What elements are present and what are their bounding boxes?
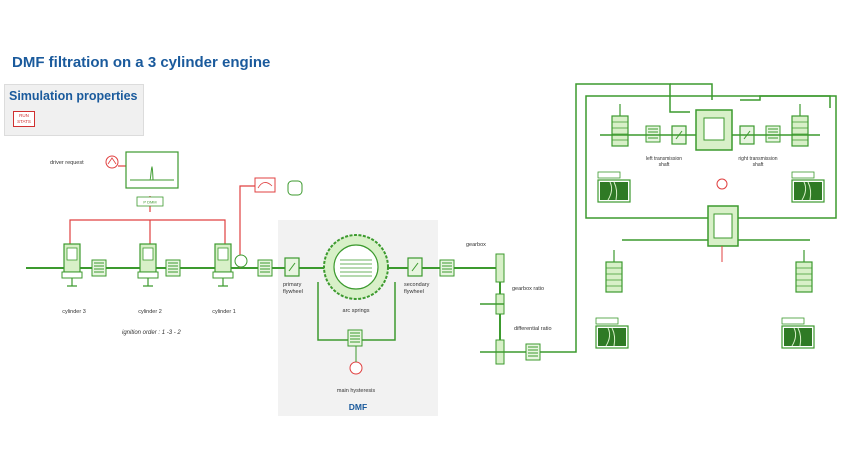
right-transmission-label-2: shaft (753, 162, 764, 168)
cylinder-1-label: cylinder 1 (212, 309, 236, 315)
primary-flywheel[interactable] (284, 257, 300, 277)
secondary-flywheel-label-1: secondary (404, 282, 430, 288)
driveline-link (548, 83, 690, 353)
driver-request-label: driver request (50, 160, 84, 166)
main-hysteresis-label: main hysteresis (337, 388, 375, 394)
run-stats-button[interactable]: RUN STATS (13, 111, 35, 127)
run-stats-line2: STATS (17, 119, 31, 124)
arc-springs-label: arc springs (343, 308, 370, 314)
primary-flywheel-label-2: flywheel (283, 289, 303, 295)
secondary-flywheel[interactable] (407, 257, 423, 277)
right-rear-road[interactable] (791, 171, 825, 203)
differential-ratio-label: differential ratio (514, 326, 552, 332)
signal-filter[interactable] (254, 177, 276, 193)
hysteresis-sensor[interactable] (349, 361, 363, 375)
cylinder-3-label: cylinder 3 (62, 309, 86, 315)
crank-spring-1[interactable] (91, 259, 107, 277)
simulation-properties-panel[interactable]: Simulation properties RUN STATS (4, 84, 144, 136)
controller-label: P DMM (143, 200, 156, 205)
signal-output[interactable] (287, 180, 303, 196)
cylinder-3[interactable] (61, 243, 83, 287)
gearbox-ratio-label: gearbox ratio (512, 286, 544, 292)
right-transmission-spring[interactable] (765, 125, 781, 143)
cylinder-1[interactable] (212, 243, 234, 287)
left-front-wheel[interactable] (605, 249, 623, 293)
dmf-label: DMF (349, 402, 367, 412)
gearbox[interactable] (495, 253, 505, 365)
driver-request-sensor[interactable] (105, 155, 119, 169)
right-front-wheel[interactable] (795, 249, 813, 293)
left-rear-road[interactable] (597, 171, 631, 203)
page-title: DMF filtration on a 3 cylinder engine (12, 54, 271, 71)
secondary-flywheel-label-2: flywheel (404, 289, 424, 295)
right-rear-wheel[interactable] (791, 103, 809, 147)
left-transmission-label-2: shaft (659, 162, 670, 168)
ignition-order-label: ignition order : 1 -3 - 2 (122, 330, 181, 336)
controller-block[interactable] (136, 196, 164, 207)
speed-sensor[interactable] (234, 254, 248, 268)
primary-flywheel-label-1: primary (283, 282, 302, 288)
right-transmission-label-1: right transmission (738, 156, 777, 162)
main-hysteresis[interactable] (347, 329, 363, 347)
gearbox-label: gearbox (466, 242, 486, 248)
driver-request-table[interactable] (125, 151, 179, 189)
run-stats-line1: RUN (19, 113, 29, 118)
left-transmission-spring[interactable] (645, 125, 661, 143)
crank-spring-3[interactable] (257, 259, 273, 277)
vehicle-sensor[interactable] (716, 178, 728, 190)
right-front-road[interactable] (781, 317, 815, 349)
crank-spring-2[interactable] (165, 259, 181, 277)
left-transmission-label-1: left transmission (646, 156, 682, 162)
gearbox-spring[interactable] (439, 259, 455, 277)
cylinder-2-label: cylinder 2 (138, 309, 162, 315)
simulation-properties-title: Simulation properties (9, 89, 138, 103)
left-front-road[interactable] (595, 317, 629, 349)
differential-spring[interactable] (525, 343, 541, 361)
left-rear-wheel[interactable] (611, 103, 629, 147)
cylinder-2[interactable] (137, 243, 159, 287)
